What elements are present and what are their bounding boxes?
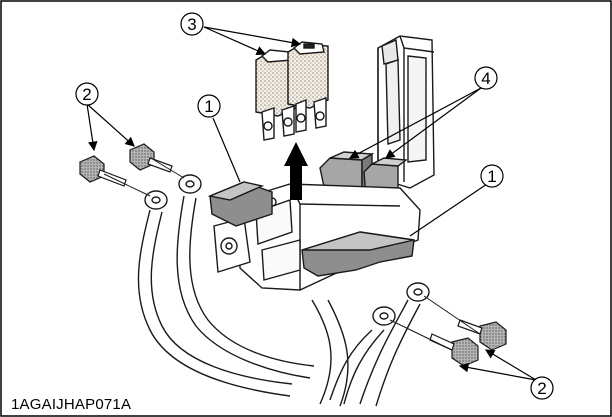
terminal-cover-left [207, 181, 273, 227]
callout-1-left: 1 [197, 94, 221, 118]
slow-blow-fuses [255, 41, 329, 141]
figure-code: 1AGAIJHAP071A [11, 396, 132, 413]
svg-text:4: 4 [481, 69, 490, 88]
callout-4: 4 [474, 66, 498, 90]
terminal-cover-right [301, 231, 415, 277]
svg-text:1: 1 [487, 167, 496, 186]
svg-text:2: 2 [537, 379, 546, 398]
svg-text:3: 3 [187, 15, 196, 34]
svg-text:1: 1 [204, 97, 213, 116]
alignment-lines [103, 159, 481, 351]
callout-3: 3 [180, 12, 204, 36]
battery-cables [137, 195, 421, 407]
svg-text:2: 2 [82, 85, 91, 104]
callout-2-top: 2 [75, 82, 99, 106]
removal-arrow [284, 142, 308, 200]
callout-2-bottom: 2 [530, 376, 554, 400]
ring-terminals [144, 174, 430, 326]
callout-1-right: 1 [480, 164, 504, 188]
callout-leaders [86, 26, 537, 381]
